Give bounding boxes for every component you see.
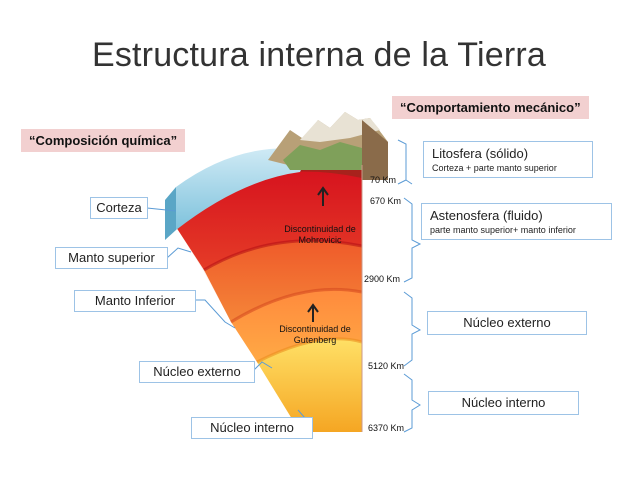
right-nucleo-externo-box: Núcleo externo	[427, 311, 587, 335]
depth-6370km: 6370 Km	[368, 423, 405, 433]
litosfera-box: Litosfera (sólido) Corteza + parte manto…	[423, 141, 593, 178]
label-manto-superior: Manto superior	[55, 247, 168, 269]
astenosfera-sub: parte manto superior+ manto inferior	[430, 225, 576, 235]
gutenberg-arrow	[307, 303, 319, 322]
ocean-surface	[176, 148, 310, 230]
label-corteza: Corteza	[90, 197, 148, 219]
litosfera-title: Litosfera (sólido)	[432, 146, 529, 161]
nucleo-externo-brace	[403, 291, 422, 367]
mohorovicic-label: Discontinuidad de Mohrovicic	[284, 224, 356, 245]
gutenberg-label: Discontinuidad de Gutenberg	[279, 324, 351, 345]
crust-layer	[176, 157, 362, 209]
page-title: Estructura interna de la Tierra	[91, 36, 547, 74]
comportamiento-mecanico-header: “Comportamiento mecánico”	[392, 96, 589, 119]
label-nucleo-interno: Núcleo interno	[191, 417, 313, 439]
corteza-connector	[146, 207, 177, 212]
label-manto-inferior: Manto Inferior	[74, 290, 196, 312]
mohorovicic-arrow	[317, 186, 329, 206]
astenosfera-title: Astenosfera (fluido)	[430, 208, 543, 223]
composicion-quimica-header: “Composición química”	[21, 129, 186, 152]
nucleo-externo-connector	[253, 361, 273, 371]
nucleo-interno-brace	[403, 373, 421, 433]
right-nucleo-interno-box: Núcleo interno	[428, 391, 579, 415]
litosfera-sub: Corteza + parte manto superior	[432, 163, 557, 173]
astenosfera-brace	[403, 197, 422, 283]
manto-inferior-connector	[195, 299, 236, 329]
manto-superior-connector	[166, 247, 192, 259]
depth-2900km: 2900 Km	[364, 274, 401, 284]
inner-core-layer	[257, 338, 362, 432]
depth-5120km: 5120 Km	[368, 361, 405, 371]
depth-70km: 70 Km	[370, 175, 397, 185]
litosfera-brace	[397, 139, 413, 185]
label-nucleo-externo: Núcleo externo	[139, 361, 255, 383]
astenosfera-box: Astenosfera (fluido) parte manto superio…	[421, 203, 612, 240]
depth-670km: 670 Km	[370, 196, 402, 206]
